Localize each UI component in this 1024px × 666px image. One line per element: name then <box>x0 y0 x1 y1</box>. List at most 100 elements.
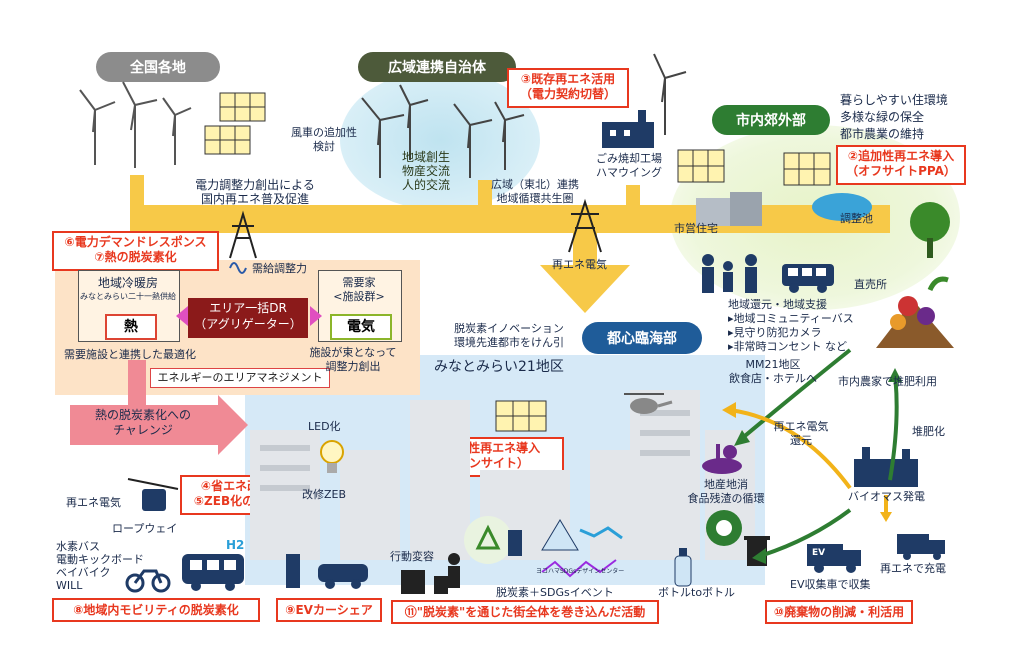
hydrogen-bus-icon <box>182 554 244 591</box>
area-dr-line2: （アグリゲーター） <box>194 317 302 331</box>
region-downtown: 都心臨海部 <box>582 322 702 354</box>
wind-turbines-nationwide <box>79 81 192 168</box>
farm-label: 市内農家で堆肥利用 <box>838 375 937 388</box>
measure-10-box: ⑩廃棄物の削減・利活用 <box>765 600 913 624</box>
behavior-label: 行動変容 <box>390 550 434 563</box>
wind-add-line1: 風車の追加性 <box>291 126 357 139</box>
wide-north-line2: 地域循環共生圏 <box>496 192 574 205</box>
region-nationwide: 全国各地 <box>96 52 220 82</box>
region-suburbs: 市内郊外部 <box>712 105 830 135</box>
mm21-label: MM21地区 飲食店・ホテルへ <box>728 358 818 386</box>
solar-panel-icon <box>204 92 266 155</box>
bottle-icon <box>674 548 692 587</box>
area-dr-line1: エリア一括DR <box>209 301 287 315</box>
sdgs-small-label: ヨコハマSDGsデザインセンター <box>536 568 625 575</box>
wind-turbine-incinerator <box>653 53 687 135</box>
facility-line2: 調整力創出 <box>325 360 381 373</box>
wide-north-label: 広域（東北）連携 地域循環共生圏 <box>480 178 590 206</box>
vegetables-icon <box>876 276 954 348</box>
measure-2-box: ②追加性再エネ導入 （オフサイトPPA） <box>836 145 966 185</box>
suburb-goals-label: 暮らしやすい住環境 多様な緑の保全 都市農業の維持 <box>840 92 948 143</box>
re-charge-label: 再エネで充電 <box>880 562 946 575</box>
power-flow-band-right <box>626 185 640 215</box>
mobility-line2: 電動キックボード <box>56 553 144 566</box>
re-return-line1: 再エネ電気 <box>773 420 829 433</box>
mobility-label: 水素バス 電動キックボード ベイバイク WILL <box>56 540 144 592</box>
suburb-goal-1: 暮らしやすい住環境 <box>840 93 948 107</box>
mm21-line2: 飲食店・ホテルへ <box>729 372 817 385</box>
community-line4: ▸非常時コンセント など <box>728 340 848 353</box>
measure-2-line1: ②追加性再エネ導入 <box>847 149 955 163</box>
facility-line1: 施設が束となって <box>309 346 397 359</box>
zeb-label: 改修ZEB <box>302 488 347 501</box>
community-line2: ▸地域コミュニティーバス <box>728 312 854 325</box>
pond-label: 調整池 <box>840 212 873 225</box>
heat-challenge-line1: 熱の脱炭素化への <box>94 408 191 422</box>
power-down-stem <box>573 233 597 267</box>
pond <box>812 193 872 221</box>
wave-icon <box>229 262 247 274</box>
recycle-event-icons <box>464 516 623 578</box>
minato-label: みなとみらい21地区 <box>434 359 564 375</box>
compost-label: 堆肥化 <box>912 425 945 438</box>
innovation-line1: 脱炭素イノベーション <box>454 322 564 335</box>
measure-9-box: ⑨EVカーシェア <box>276 598 382 622</box>
regional-line3: 人的交流 <box>401 178 450 192</box>
ev-carshare-icon <box>286 554 368 589</box>
measure-3-box: ③既存再エネ活用 （電力契約切替） <box>507 68 629 108</box>
measure-3-line1: ③既存再エネ活用 <box>520 72 616 86</box>
measure-2-line2: （オフサイトPPA） <box>846 164 956 178</box>
transmission-tower-icon <box>229 210 257 259</box>
ropeway-re-label: 再エネ電気 <box>66 496 121 509</box>
dh-sub: みなとみらい二十一熱供給 <box>80 292 176 301</box>
demand-label: 需要家 <施設群> <box>318 276 400 304</box>
wind-add-line2: 検討 <box>313 140 335 153</box>
community-bus-icon <box>782 264 834 293</box>
suburb-goal-2: 多様な緑の保全 <box>840 110 925 124</box>
regional-line2: 物産交流 <box>401 164 450 178</box>
innovation-label: 脱炭素イノベーション 環境先進都市をけん引 <box>434 322 584 350</box>
demand-line1: 需要家 <box>342 276 376 289</box>
re-return-line2: 還元 <box>790 434 812 447</box>
dh-title: 地域冷暖房 <box>97 276 158 290</box>
incinerator-line1: ごみ焼却工場 <box>596 152 662 165</box>
elec-box: 電気 <box>330 314 392 340</box>
power-down-arrow <box>540 265 630 313</box>
suburb-goal-3: 都市農業の維持 <box>840 127 925 141</box>
community-line1: 地域還元・地域支援 <box>728 298 827 311</box>
local-food-label: 地産地消 食品残渣の循環 <box>676 478 776 506</box>
incinerator-line2: ハマウイング <box>596 166 662 179</box>
tree-icon <box>910 202 950 258</box>
wind-additionality-label: 風車の追加性 検討 <box>284 126 364 154</box>
resource-cycle-arrows <box>722 348 902 564</box>
power-adjust-line2: 国内再エネ普及促進 <box>200 192 309 206</box>
power-flow-band-mid <box>478 180 492 220</box>
housing-icon <box>696 192 762 226</box>
solar-panel-offsite-icon <box>783 152 831 186</box>
measure-6-line2: ⑦熱の脱炭素化 <box>94 250 177 264</box>
solar-panel-onsite-icon <box>495 400 547 432</box>
power-adjust-label: 電力調整力創出による 国内再エネ普及促進 <box>170 178 340 206</box>
transmission-tower-center-icon <box>568 198 602 253</box>
family-icon <box>702 254 757 293</box>
mobility-line4: WILL <box>56 579 83 592</box>
ev-truck-icon <box>807 544 861 573</box>
regional-exchange-label: 地域創生 物産交流 人的交流 <box>386 150 466 192</box>
biomass-label: バイオマス発電 <box>848 490 925 503</box>
incinerator-icon <box>602 110 654 148</box>
energy-mgmt-box: エネルギーのエリアマネジメント <box>150 368 330 388</box>
wide-north-line1: 広域（東北）連携 <box>491 178 579 191</box>
mobility-line3: ベイバイク <box>56 566 111 579</box>
biomass-plant-icon <box>854 447 918 487</box>
ropeway-label: ロープウェイ <box>112 522 178 535</box>
demand-opt-label: 需要施設と連携した最適化 <box>64 348 196 361</box>
regional-line1: 地域創生 <box>401 150 450 164</box>
community-line3: ▸見守り防犯カメラ <box>728 326 822 339</box>
power-adjust-line1: 電力調整力創出による <box>195 178 315 192</box>
housing-label: 市営住宅 <box>674 222 718 235</box>
innovation-line2: 環境先進都市をけん引 <box>454 336 564 349</box>
area-dr-box: エリア一括DR （アグリゲーター） <box>188 298 308 338</box>
measure-11-box: ⑪"脱炭素"を通じた街全体を巻き込んだ活動 <box>391 600 659 624</box>
mm21-line1: MM21地区 <box>745 358 801 371</box>
ev-truck-label: EV <box>812 548 826 558</box>
